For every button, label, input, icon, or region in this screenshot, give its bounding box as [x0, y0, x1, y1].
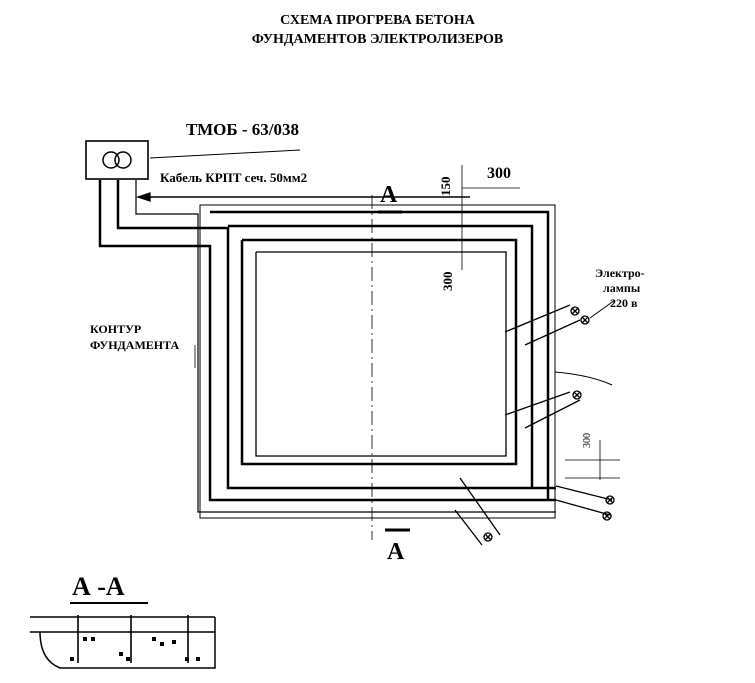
section-aa-rebar-marks [70, 637, 200, 661]
lamp-symbol-4 [605, 495, 615, 505]
heating-loop-core [255, 251, 507, 457]
contour-label-line-1: КОНТУР [90, 322, 142, 336]
dimension-300-right: 300 [582, 433, 593, 448]
lamp-lead-2 [524, 319, 581, 346]
transformer-label: ТМОБ - 63/038 [186, 120, 300, 139]
lamp-symbol-3 [572, 390, 582, 400]
dimension-300-vertical: 300 [440, 271, 455, 292]
lamps-label-line-2: лампы [603, 281, 641, 295]
cable-arrow-head [135, 192, 151, 202]
lamp-lead-4 [524, 399, 581, 429]
lamp-symbol-1 [570, 306, 580, 316]
lamps-label-line-3: 220 в [610, 296, 638, 310]
section-aa-title: А -А [72, 572, 125, 601]
lamp-symbol-6 [483, 532, 493, 542]
contour-label-line-2: ФУНДАМЕНТА [90, 338, 180, 352]
heating-loop-inner [240, 238, 518, 466]
lamps-label-line-1: Электро- [595, 266, 645, 280]
lamp-lead-1 [504, 304, 571, 333]
bottom-lead-1 [555, 485, 613, 501]
transformer-box [85, 140, 149, 180]
bottom-leg-2 [454, 509, 483, 546]
cable-line-2 [116, 180, 556, 490]
section-marker-top: А [380, 182, 398, 208]
cable-line-1 [98, 180, 556, 502]
right-side-line [554, 371, 613, 386]
foundation-contour-outer [199, 204, 556, 519]
title-line-2: ФУНДАМЕНТОВ ЭЛЕКТРОЛИЗЕРОВ [251, 32, 504, 47]
section-marker-bottom: А [387, 539, 405, 565]
heating-loop-outer [210, 210, 550, 500]
lamp-lead-3 [504, 391, 571, 416]
bottom-leg-1 [459, 477, 501, 536]
heating-loop-mid [228, 224, 534, 488]
section-aa-slab [30, 616, 216, 669]
cable-label: Кабель КРПТ сеч. 50мм2 [160, 170, 308, 185]
cable-line-3 [135, 180, 556, 513]
lamps-leader [589, 299, 616, 319]
lamp-symbol-2 [580, 315, 590, 325]
bottom-lead-2 [555, 499, 611, 516]
section-aa-rods [77, 615, 189, 663]
transformer-leader [149, 149, 301, 159]
lamp-symbol-5 [602, 511, 612, 521]
title-line-1: СХЕМА ПРОГРЕВА БЕТОНА [280, 13, 475, 28]
dimension-300-top: 300 [487, 165, 511, 182]
dimension-150: 150 [438, 176, 453, 197]
transformer-icon [102, 151, 132, 169]
